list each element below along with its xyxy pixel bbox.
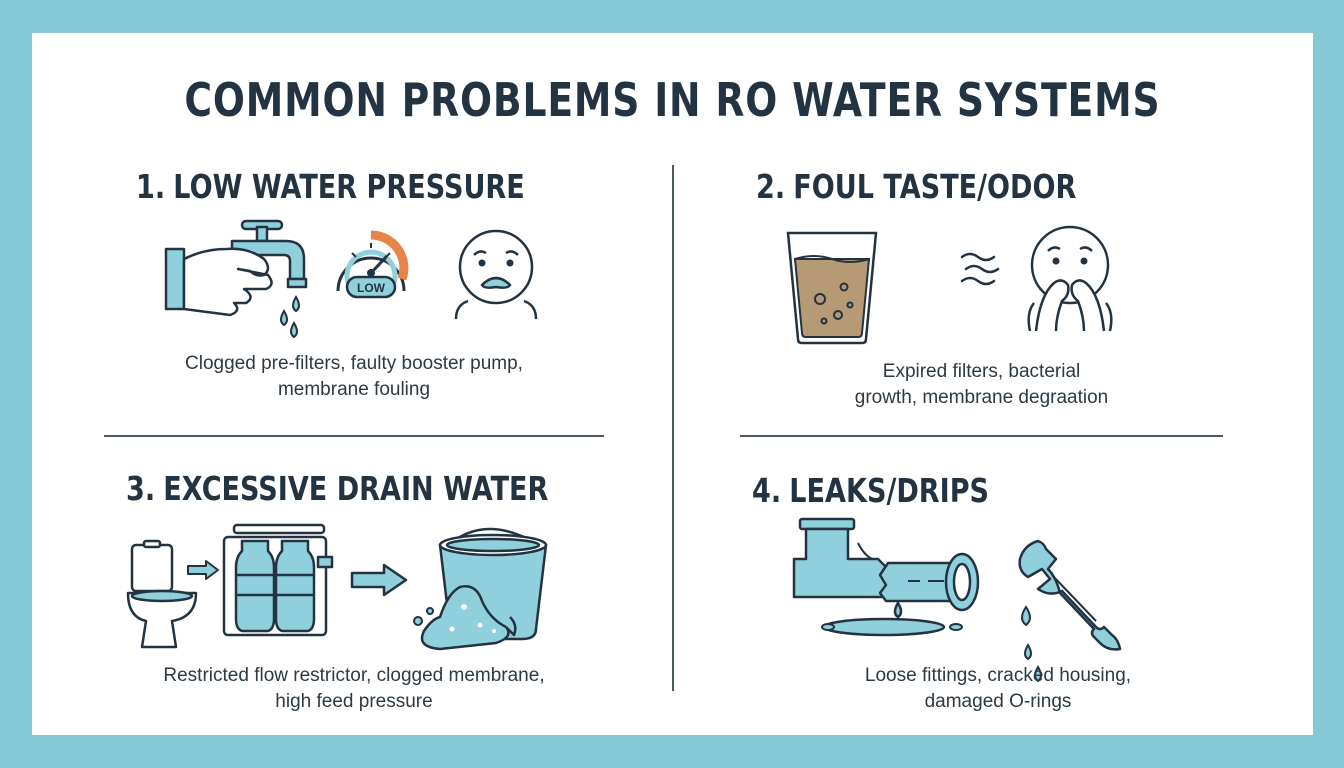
- cracked-pipe-icon: [792, 517, 980, 637]
- toilet-icon: [126, 539, 198, 649]
- problem-4-heading: 4.LEAKS/DRIPS: [752, 471, 989, 510]
- arrow-right-icon: [187, 560, 219, 580]
- problem-4-title: LEAKS/DRIPS: [789, 471, 990, 510]
- problem-3-number: 3.: [126, 469, 156, 508]
- problem-3-title: EXCESSIVE DRAIN WATER: [163, 469, 549, 508]
- water-drops-icon: [1021, 605, 1042, 683]
- problem-2-title: FOUL TASTE/ODOR: [793, 167, 1077, 206]
- problem-3-description: Restricted flow restrictor, clogged memb…: [163, 665, 545, 712]
- hand-faucet-icon: [164, 219, 308, 339]
- overflowing-bucket-icon: [413, 527, 548, 651]
- page-title: COMMON PROBLEMS IN RO WATER SYSTEMS: [184, 73, 1161, 127]
- arrow-right-icon: [350, 563, 408, 597]
- pressure-gauge-icon: LOW: [336, 230, 409, 299]
- problem-3-heading: 3.EXCESSIVE DRAIN WATER: [126, 469, 548, 508]
- problem-1-heading: 1.LOW WATER PRESSURE: [136, 167, 525, 206]
- problem-4-description: Loose fittings, cracked housing,damaged …: [864, 665, 1132, 712]
- gauge-low-label: LOW: [357, 281, 386, 295]
- problem-2-heading: 2.FOUL TASTE/ODOR: [756, 167, 1076, 206]
- murky-water-glass-icon: [786, 231, 878, 345]
- ro-filter-unit-icon: [222, 523, 334, 637]
- vertical-divider: [672, 165, 674, 691]
- problem-1-title: LOW WATER PRESSURE: [173, 167, 525, 206]
- problem-4-number: 4.: [752, 471, 782, 510]
- problem-1-number: 1.: [136, 167, 166, 206]
- infographic-frame: COMMON PROBLEMS IN RO WATER SYSTEMS 1.LO…: [32, 33, 1313, 735]
- odor-waves-icon: [960, 252, 1000, 286]
- wrench-icon: [1018, 539, 1122, 651]
- problem-1-description: Clogged pre-filters, faulty booster pump…: [185, 353, 523, 400]
- problem-2-number: 2.: [756, 167, 786, 206]
- horizontal-divider-left: [104, 435, 604, 437]
- disgusted-face-icon: [1027, 225, 1113, 332]
- horizontal-divider-right: [740, 435, 1223, 437]
- sad-face-icon: [454, 229, 538, 320]
